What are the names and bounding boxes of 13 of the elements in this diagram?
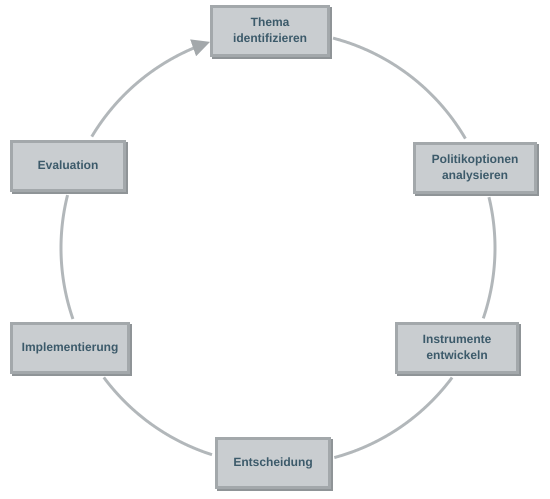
process-box xyxy=(10,322,130,374)
step-label: Instrumente entwickeln xyxy=(422,332,492,364)
process-box xyxy=(395,322,519,374)
process-box xyxy=(215,437,331,489)
process-box xyxy=(10,140,126,192)
step-label: Thema identifizieren xyxy=(232,15,308,47)
process-box xyxy=(210,5,330,57)
step-label: Entscheidung xyxy=(233,455,313,471)
step-label: Evaluation xyxy=(38,158,98,174)
arrow xyxy=(90,39,210,138)
step-label: Politikoptionen analysieren xyxy=(430,152,520,184)
process-box xyxy=(413,142,537,194)
step-label: Implementierung xyxy=(22,340,118,356)
